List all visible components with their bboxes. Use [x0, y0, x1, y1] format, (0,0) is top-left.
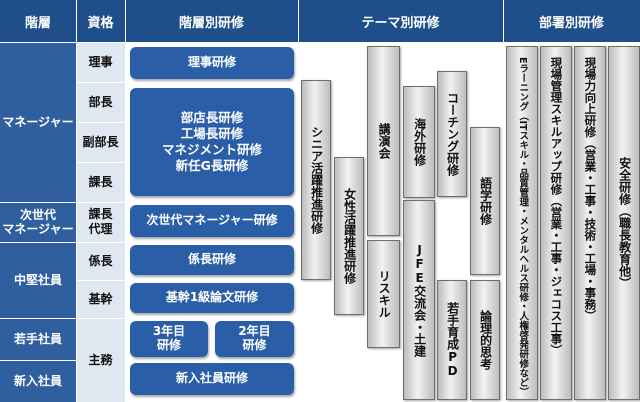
tier-next-manager-training: 次世代マネージャー研修: [130, 205, 294, 237]
level-young: 若手社員: [0, 318, 76, 360]
qual-subsection-chief: 係長: [76, 242, 125, 280]
header-tier-training: 階層別研修: [125, 0, 298, 42]
theme-young-pd-label: 若手育成PD: [445, 302, 460, 378]
qual-director: 理事: [76, 42, 125, 82]
theme-women-training: 女性活躍推進研修: [334, 157, 364, 315]
tier-chief-training: 係長研修: [130, 245, 294, 275]
tier-new-hire-training: 新入社員研修: [130, 363, 294, 395]
level-new-hire: 新入社員: [0, 360, 76, 402]
theme-jfe-label: JFE交流会・土建: [412, 243, 427, 357]
theme-senior-training: シニア活躍推進研修: [301, 80, 331, 280]
tier-year3-training: 3年目 研修: [130, 321, 208, 357]
theme-reskill-label: リスキル: [377, 270, 392, 318]
theme-jfe-exchange: JFE交流会・土建: [403, 200, 435, 400]
theme-lecture: 講演会: [367, 46, 400, 236]
dept-field-power-training: 現場力向上研修（営業・工事・技術・工場・事務）: [574, 46, 606, 400]
header-dept-training: 部署別研修: [503, 0, 640, 42]
theme-language-training: 語学研修: [470, 127, 500, 275]
theme-young-pd: 若手育成PD: [437, 280, 467, 400]
dept-field-mgmt-label: 現場管理スキルアップ研修（営業・工事・ジェコス工事）: [549, 57, 564, 356]
level-manager: マネージャー: [0, 42, 76, 202]
level-next-manager: 次世代 マネージャー: [0, 202, 76, 242]
dept-safety-training: 安全研修（職長教育他）: [608, 46, 640, 400]
dept-elearning-label: Eラーニング（ITスキル・品質管理・メンタルヘルス研修・人権啓発研修など）: [517, 57, 529, 397]
qual-staff: 主務: [76, 318, 125, 402]
theme-language-label: 語学研修: [478, 177, 493, 225]
theme-coaching-label: コーチング研修: [445, 92, 460, 176]
theme-coaching-training: コーチング研修: [437, 71, 467, 197]
level-mid-career: 中堅社員: [0, 242, 76, 318]
qual-acting-chief: 課長 代理: [76, 202, 125, 242]
theme-logical-thinking: 論理的思考: [470, 280, 500, 400]
dept-safety-label: 安全研修（職長教育他）: [617, 157, 632, 289]
tier-manager-group-training: 部店長研修 工場長研修 マネジメント研修 新任G長研修: [130, 88, 294, 196]
qual-dept-head: 部長: [76, 82, 125, 122]
header-qualification: 資格: [76, 0, 125, 42]
tier-director-training: 理事研修: [130, 47, 294, 79]
header-level: 階層: [0, 0, 76, 42]
theme-reskill: リスキル: [367, 240, 400, 348]
qual-deputy-head: 副部長: [76, 122, 125, 162]
qual-core: 基幹: [76, 280, 125, 318]
qual-section-chief: 課長: [76, 162, 125, 202]
tier-core-essay-training: 基幹1級論文研修: [130, 283, 294, 313]
dept-field-power-label: 現場力向上研修（営業・工事・技術・工場・事務）: [583, 57, 598, 322]
theme-lecture-label: 講演会: [377, 123, 392, 159]
dept-elearning: Eラーニング（ITスキル・品質管理・メンタルヘルス研修・人権啓発研修など）: [506, 46, 538, 400]
dept-field-mgmt-training: 現場管理スキルアップ研修（営業・工事・ジェコス工事）: [540, 46, 572, 400]
theme-senior-label: シニア活躍推進研修: [309, 126, 324, 234]
theme-overseas-label: 海外研修: [412, 118, 427, 166]
theme-logic-label: 論理的思考: [478, 310, 493, 370]
theme-women-label: 女性活躍推進研修: [342, 188, 357, 284]
tier-year2-training: 2年目 研修: [215, 321, 294, 357]
header-theme-training: テーマ別研修: [298, 0, 503, 42]
theme-overseas-training: 海外研修: [403, 86, 435, 198]
